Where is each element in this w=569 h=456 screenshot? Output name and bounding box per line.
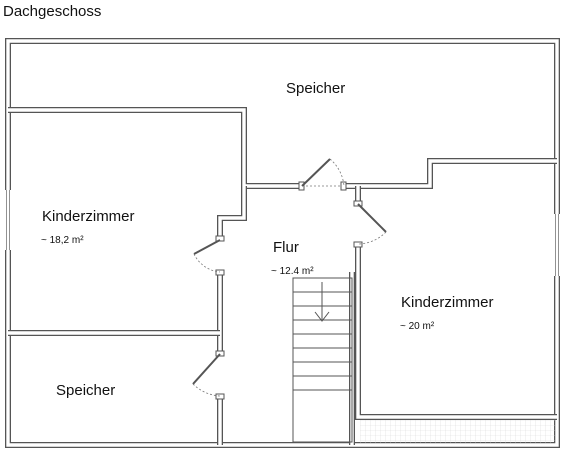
interior-walls <box>8 107 557 445</box>
room-kinderzimmer-left-area: ~ 18,2 m² <box>41 235 84 246</box>
door-kinderzimmer-left <box>193 235 225 276</box>
window-right <box>554 214 560 276</box>
door-speicher-top <box>298 158 347 191</box>
plan-title: Dachgeschoss <box>3 3 101 20</box>
grid-area <box>360 417 555 443</box>
door-speicher-bottom <box>192 350 225 400</box>
staircase <box>292 277 353 443</box>
room-kinderzimmer-right: Kinderzimmer <box>401 294 494 311</box>
outer-wall <box>5 38 560 448</box>
window-left <box>5 190 11 250</box>
room-speicher-bottom: Speicher <box>56 382 115 399</box>
room-flur: Flur <box>273 239 299 256</box>
room-kinderzimmer-left: Kinderzimmer <box>42 208 135 225</box>
room-kinderzimmer-right-area: ~ 20 m² <box>400 321 435 332</box>
room-flur-area: ~ 12.4 m² <box>271 266 314 277</box>
door-kinderzimmer-right <box>353 200 387 248</box>
room-speicher-top: Speicher <box>286 80 345 97</box>
